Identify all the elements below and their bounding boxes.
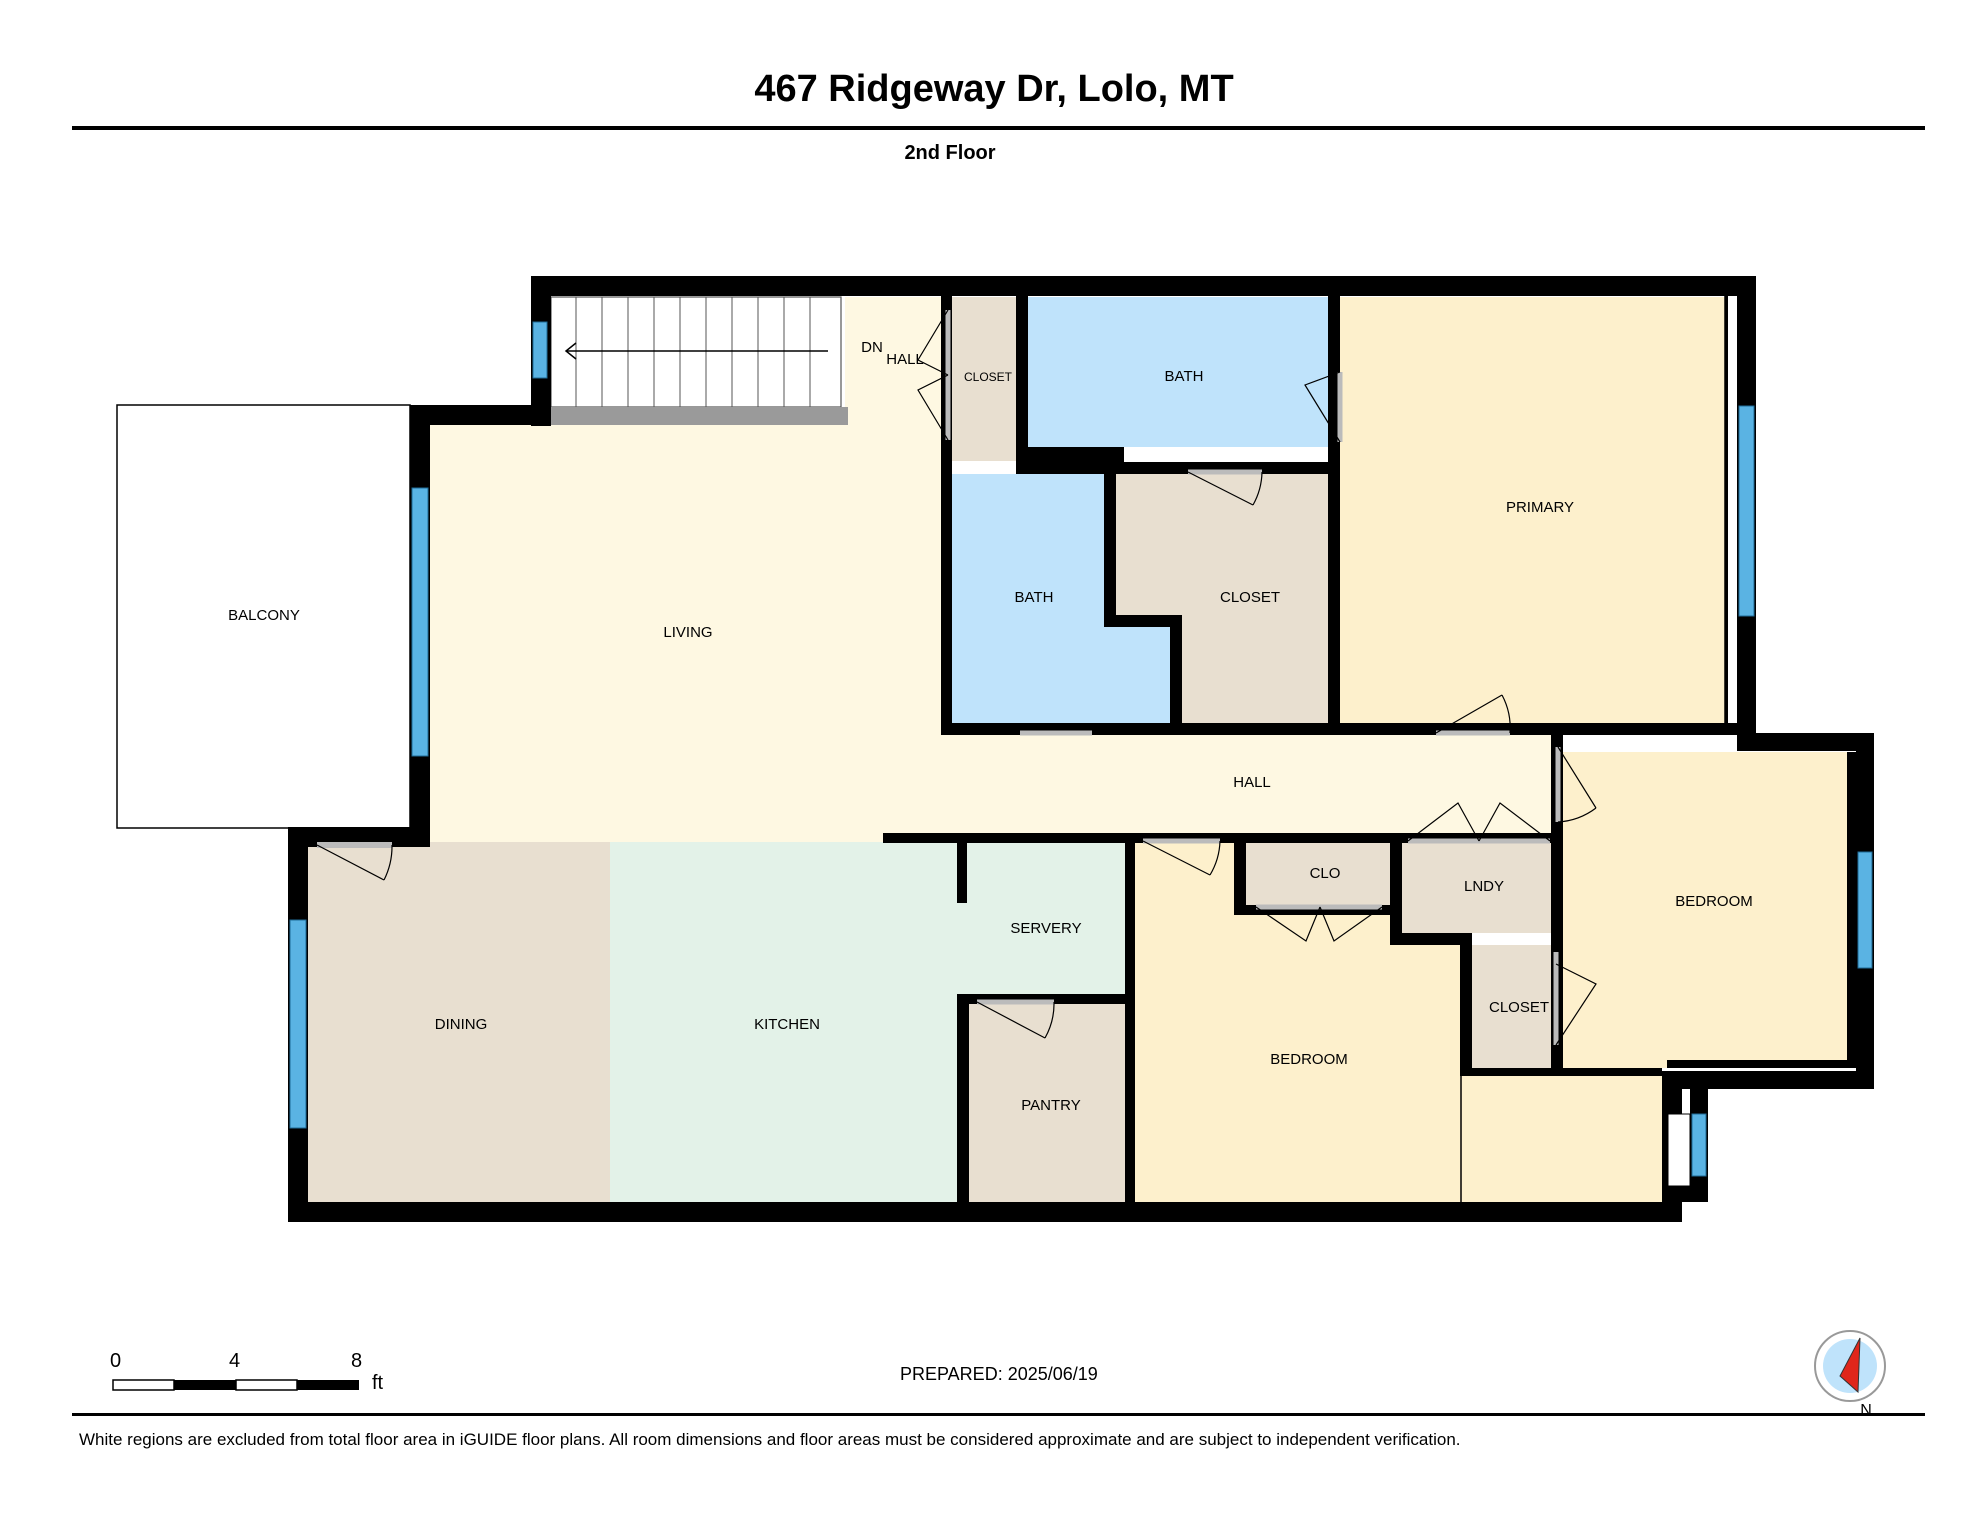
label-balcony: BALCONY <box>228 607 300 624</box>
window-annex-white <box>1667 1113 1691 1187</box>
footer-rule <box>72 1413 1925 1416</box>
scale-bar <box>112 1379 359 1391</box>
closet-middle-fill <box>1116 474 1328 723</box>
balcony-outline <box>116 404 411 829</box>
disclaimer-text: White regions are excluded from total fl… <box>79 1430 1461 1449</box>
label-closet-middle: CLOSET <box>1220 589 1280 606</box>
label-bath-lower: BATH <box>1015 589 1054 606</box>
living-fill <box>428 424 944 842</box>
scale-tick-0: 0 <box>110 1350 122 1372</box>
thin-partitions <box>1460 296 1726 1202</box>
room-labels: BALCONY LIVING DINING KITCHEN SERVERY PA… <box>228 339 1753 1114</box>
label-closet-right: CLOSET <box>1489 999 1549 1016</box>
label-living: LIVING <box>663 624 712 641</box>
lndy-fill <box>1402 842 1551 933</box>
room-fills <box>306 297 1847 1202</box>
bedroom-right-fill <box>1563 752 1847 1068</box>
kitchen-fill <box>610 842 957 1202</box>
window-living <box>411 487 429 757</box>
doors <box>316 309 1597 1046</box>
label-pantry: PANTRY <box>1021 1097 1080 1114</box>
closet-small-fill <box>952 297 1016 461</box>
label-hall-main: HALL <box>1233 774 1271 791</box>
bath-lower-fill <box>952 474 1170 723</box>
window-bedroom-right <box>1857 851 1873 969</box>
compass-icon <box>1814 1330 1886 1402</box>
stair-hall-fill <box>845 297 941 427</box>
scale-unit: ft <box>372 1372 384 1394</box>
windows <box>289 321 1873 1177</box>
bedroom-annex-fill <box>1461 1076 1662 1202</box>
label-bath-upper: BATH <box>1165 368 1204 385</box>
label-hall-stair: HALL <box>886 351 924 368</box>
servery-fill <box>957 842 1125 994</box>
dining-fill <box>306 842 610 1202</box>
label-servery: SERVERY <box>1010 920 1081 937</box>
label-stair-dn: DN <box>861 339 883 356</box>
page-title: 467 Ridgeway Dr, Lolo, MT <box>754 68 1234 110</box>
label-bedroom-center: BEDROOM <box>1270 1051 1348 1068</box>
label-bedroom-right: BEDROOM <box>1675 893 1753 910</box>
label-lndy: LNDY <box>1464 878 1504 895</box>
staircase <box>550 296 848 425</box>
prepared-date: PREPARED: 2025/06/19 <box>900 1364 1098 1384</box>
floor-label: 2nd Floor <box>904 142 996 164</box>
primary-fill <box>1340 297 1725 723</box>
label-clo: CLO <box>1310 865 1341 882</box>
window-primary <box>1738 405 1755 617</box>
label-primary: PRIMARY <box>1506 499 1574 516</box>
label-dining: DINING <box>435 1016 488 1033</box>
label-closet-small: CLOSET <box>964 370 1013 384</box>
scale-tick-4: 4 <box>229 1350 241 1372</box>
hall-fill <box>940 735 1555 837</box>
window-bedroom-annex <box>1691 1113 1707 1177</box>
scale-tick-8: 8 <box>351 1350 363 1372</box>
window-stair <box>532 321 548 379</box>
header-rule <box>72 126 1925 130</box>
compass-label: N <box>1860 1402 1872 1419</box>
closet-right-fill <box>1472 945 1551 1070</box>
clo-fill <box>1246 842 1390 905</box>
bath-upper-fill <box>1028 297 1328 447</box>
label-kitchen: KITCHEN <box>754 1016 820 1033</box>
window-dining <box>289 919 307 1129</box>
